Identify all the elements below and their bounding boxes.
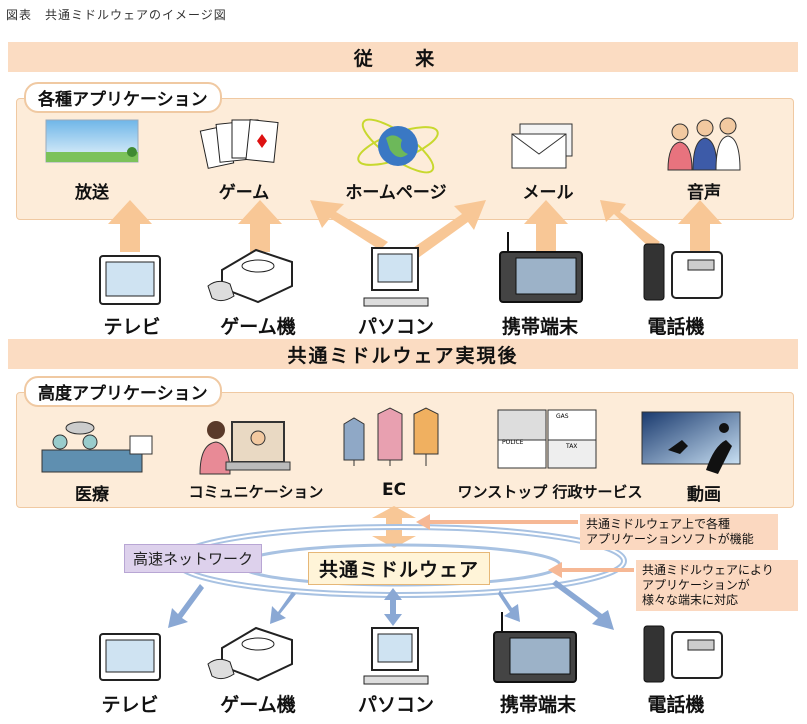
arrow-tv-broadcast [108,200,152,252]
device-label-game-console-bottom: ゲーム機 [220,694,296,716]
network-arrows [168,580,614,630]
note1-pointer [416,514,578,530]
video-call-icon [199,421,291,475]
game-console-icon [207,248,293,304]
app-label-medical: 医療 [75,485,109,505]
device-label-mobile-bottom: 携帯端末 [499,694,577,716]
arrow-net-phone [552,580,614,630]
app-label-ec: EC [381,480,407,500]
app-label-communication: コミュニケーション [188,483,324,501]
note2-pointer [548,562,634,578]
device-label-tv-bottom: テレビ [101,694,159,716]
figure-caption: 図表 共通ミドルウェアのイメージ図 [6,8,227,22]
arrow-net-mobile [498,590,520,622]
app-label-one-stop-admin: ワンストップ 行政サービス [457,483,643,501]
network-label: 高速ネットワーク [124,544,263,573]
panel-label-advanced-apps: 高度アプリケーション [24,376,222,407]
envelope-icon [511,123,573,169]
police-label: POLICE [502,439,524,446]
people-talking-icon [667,117,741,171]
tv-icon-bottom [99,633,161,681]
band-after: 共通ミドルウェア実現後 [8,339,798,369]
note2-line2: アプリケーションが [642,578,750,592]
arrow-mobile-mail [524,200,568,252]
game-console-icon-bottom [207,626,293,682]
telephone-icon-bottom [643,625,723,683]
device-label-pc: パソコン [357,316,435,338]
note1-line1: 共通ミドルウェア上で各種 [586,517,731,531]
note-multi-device: 共通ミドルウェアにより アプリケーションが 様々な端末に対応 [636,560,798,611]
tax-label: TAX [565,443,577,450]
broadcast-icon [45,119,139,163]
arrow-net-tv [168,584,204,628]
device-label-phone: 電話機 [647,316,705,338]
device-label-phone-bottom: 電話機 [647,694,705,716]
tv-icon [99,255,161,305]
note-apps-on-middleware: 共通ミドルウェア上で各種 アプリケーションソフトが機能 [580,514,778,550]
gas-label: GAS [556,413,569,420]
device-label-mobile: 携帯端末 [501,316,579,338]
note2-line3: 様々な端末に対応 [642,593,739,607]
device-label-pc-bottom: パソコン [357,694,435,716]
arrow-game-game [238,200,282,252]
device-label-game-console: ゲーム機 [220,316,296,338]
arrow-pc-homepage [310,200,388,250]
panel-label-various-apps: 各種アプリケーション [24,82,222,113]
globe-icon [357,118,439,174]
arrow-net-game [270,592,296,624]
arrow-net-pc [384,588,402,626]
arrow-pc-mail [410,200,486,258]
clothing-icon [343,407,439,466]
medical-icon [41,421,153,473]
playing-cards-icon [199,119,279,169]
app-label-broadcast: 放送 [75,183,109,203]
band-before: 従 来 [8,42,798,72]
government-services-icon: POLICE GAS TAX [497,409,597,469]
mobile-terminal-icon [499,232,583,303]
app-label-mail: メール [522,183,574,203]
note1-line2: アプリケーションソフトが機能 [586,532,754,546]
telephone-icon [643,243,723,301]
pc-icon [363,247,429,307]
note2-line1: 共通ミドルウェアにより [642,563,774,577]
arrow-phone-mobile [600,200,660,250]
middleware-label: 共通ミドルウェア [308,552,491,585]
app-label-video: 動画 [687,485,721,505]
device-label-tv: テレビ [103,316,161,338]
top-arrows [108,200,722,258]
video-skier-icon [641,411,741,474]
arrow-phone-voice [678,200,722,252]
app-label-voice: 音声 [687,183,721,203]
app-label-homepage: ホームページ [345,183,447,203]
app-label-game: ゲーム [218,183,270,203]
pc-icon-bottom [363,627,429,685]
mobile-terminal-icon-bottom [493,612,577,683]
